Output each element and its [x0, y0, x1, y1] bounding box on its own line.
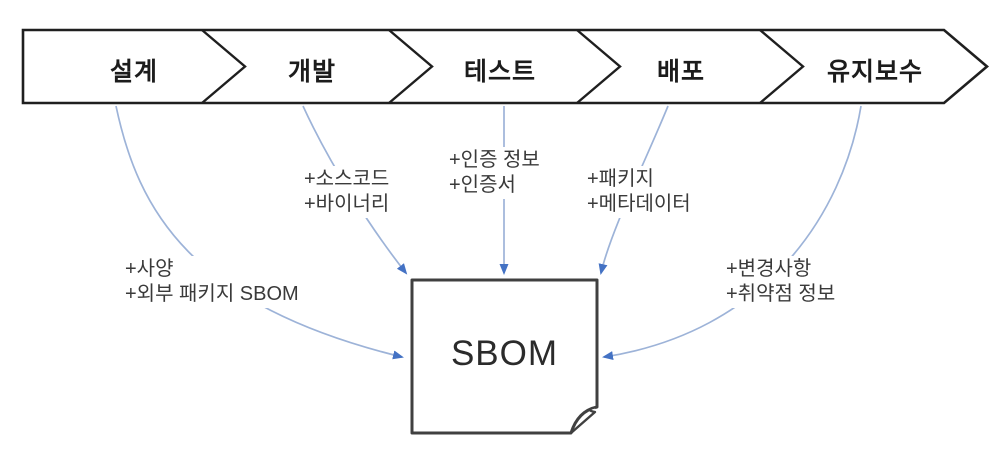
annotation-development: +소스코드 +바이너리 — [301, 166, 393, 218]
annotation-line: +바이너리 — [304, 193, 390, 215]
annotation-line: +인증서 — [449, 174, 516, 196]
annotation-test: +인증 정보 +인증서 — [446, 147, 543, 199]
stage-separator-2 — [388, 29, 434, 104]
sbom-label: SBOM — [450, 334, 559, 373]
stage-label-design: 설계 — [109, 58, 158, 86]
annotation-line: +외부 패키지 SBOM — [125, 283, 299, 305]
stage-separator-3 — [576, 29, 622, 104]
annotation-line: +소스코드 — [304, 168, 390, 190]
sbom-document-fold — [570, 405, 598, 434]
annotation-deployment: +패키지 +메타데이터 — [584, 166, 694, 218]
annotation-line: +인증 정보 — [449, 149, 540, 171]
stage-label-test: 테스트 — [463, 58, 536, 86]
annotation-line: +사양 — [125, 258, 174, 280]
annotation-maintenance: +변경사항 +취약점 정보 — [723, 256, 839, 308]
annotation-design: +사양 +외부 패키지 SBOM — [122, 256, 302, 308]
annotation-line: +패키지 — [587, 168, 654, 190]
process-band — [21, 28, 990, 105]
stage-label-maintenance: 유지보수 — [826, 58, 923, 86]
annotation-line: +취약점 정보 — [726, 283, 836, 305]
stage-label-development: 개발 — [287, 58, 336, 86]
stage-label-deployment: 배포 — [656, 58, 705, 86]
annotation-line: +변경사항 — [726, 258, 812, 280]
flow-curve-maintenance — [602, 105, 862, 361]
flow-curve-design — [115, 105, 404, 360]
annotation-line: +메타데이터 — [587, 193, 691, 215]
stage-separator-4 — [759, 29, 805, 104]
stage-separator-1 — [201, 29, 247, 104]
